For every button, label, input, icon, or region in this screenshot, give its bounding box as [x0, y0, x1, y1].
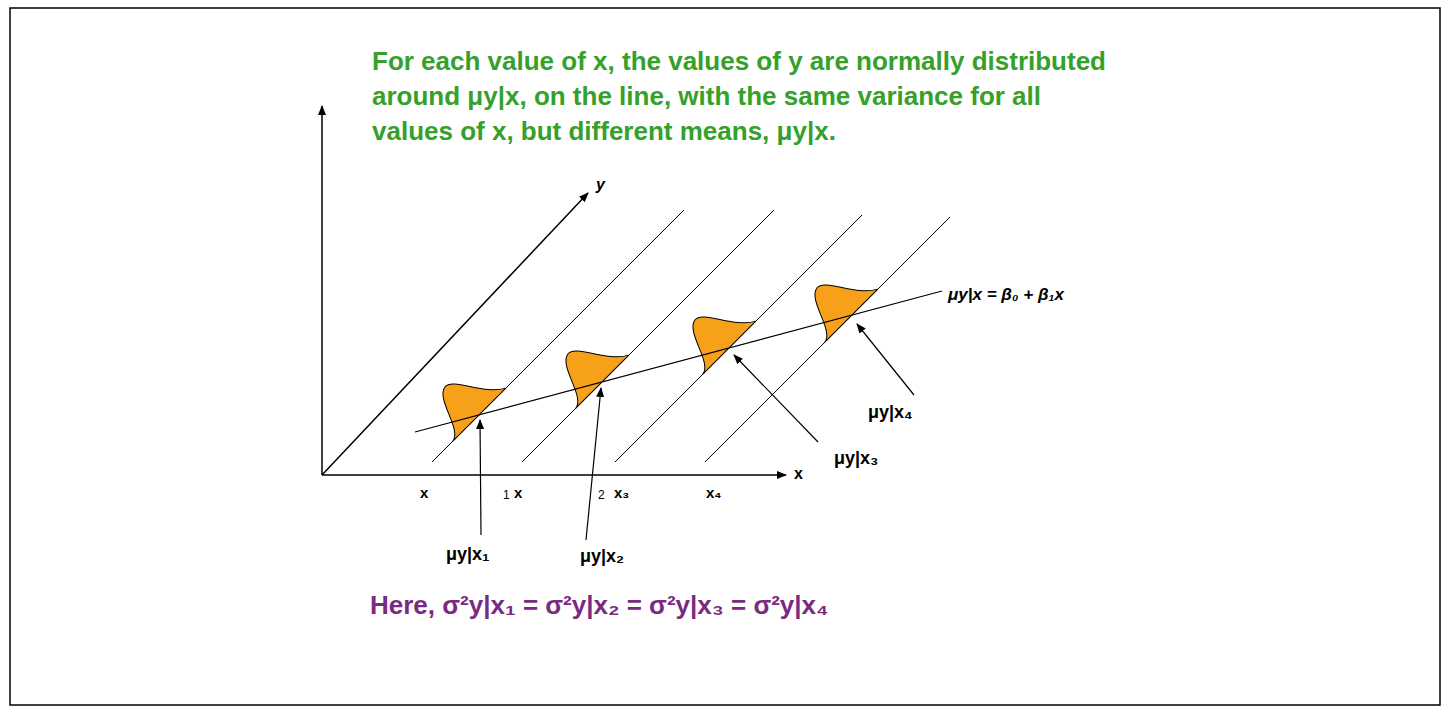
equation-label: μy|x = β₀ + β₁x	[948, 285, 1064, 305]
variance-note: Here, σ²y|x₁ = σ²y|x₂ = σ²y|x₃ = σ²y|x₄	[370, 590, 828, 621]
regression-line	[415, 291, 942, 432]
normal-curves	[421, 258, 878, 442]
tick-label: x	[420, 484, 428, 501]
mean-label: μy|x₂	[580, 546, 624, 567]
tick-label: 2	[598, 488, 605, 502]
mean-label: μy|x₄	[868, 402, 913, 423]
frame	[10, 8, 1440, 705]
title-text: For each value of x, the values of y are…	[372, 44, 1112, 149]
diagonal-guides	[432, 210, 950, 462]
tick-label: 1	[503, 488, 510, 502]
tick-label: x₄	[706, 484, 722, 501]
mean-label: μy|x₁	[446, 544, 490, 565]
mean-label: μy|x₃	[834, 448, 878, 469]
y-axis	[322, 193, 588, 475]
vertical-axis	[321, 106, 323, 475]
pointer-arrows	[480, 324, 914, 540]
tick-label: x	[514, 484, 522, 501]
axis-label: x	[794, 465, 803, 483]
tick-label: x₃	[614, 484, 629, 501]
axis-label: y	[596, 176, 605, 194]
x-axis	[322, 474, 786, 476]
